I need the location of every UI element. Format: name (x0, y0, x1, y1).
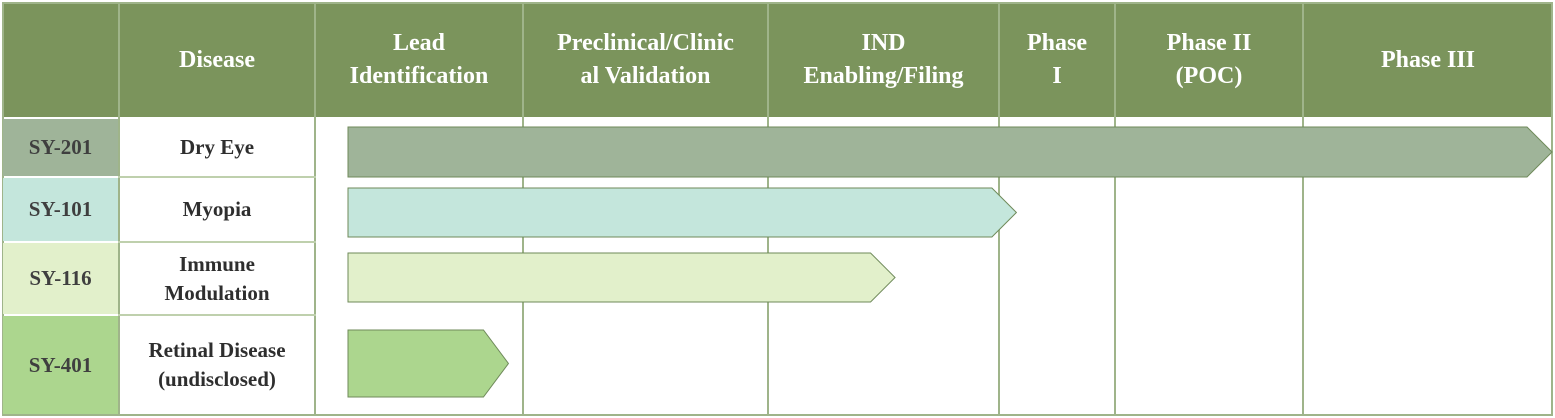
progress-arrow-sy-101 (347, 187, 1018, 238)
header-ind-enabling: IND Enabling/Filing (803, 30, 964, 89)
header-phase-2: Phase II (POC) (1166, 30, 1252, 89)
row-divider (118, 314, 316, 316)
column-divider (118, 2, 120, 416)
row-id-sy-116: SY-116 (3, 243, 118, 314)
row-id-sy-401: SY-401 (3, 316, 118, 414)
progress-arrow-sy-116 (347, 252, 896, 303)
row-disease-dry-eye: Dry Eye (179, 135, 255, 159)
row-divider (118, 241, 316, 243)
row-id-sy-201: SY-201 (3, 119, 118, 176)
row-id-sy-101: SY-101 (3, 178, 118, 241)
row-divider (118, 176, 316, 178)
column-divider (1302, 2, 1304, 416)
header-preclinical-validation: Preclinical/Clinic al Validation (557, 30, 734, 89)
progress-arrow-sy-201 (347, 126, 1553, 178)
column-divider (314, 2, 316, 416)
header-phase-3: Phase III (1380, 46, 1476, 73)
row-disease-myopia: Myopia (182, 197, 252, 221)
row-disease-retinal-disease: Retinal Disease (undisclosed) (148, 338, 286, 391)
header-disease: Disease (179, 46, 255, 73)
header-row (3, 3, 1552, 117)
header-lead-identification: Lead Identification (349, 30, 489, 89)
row-disease-immune-modulation: Immune Modulation (164, 251, 270, 305)
header-phase-1: Phase I (1027, 30, 1087, 89)
column-divider (1114, 2, 1116, 416)
progress-arrow-sy-401 (347, 329, 510, 398)
